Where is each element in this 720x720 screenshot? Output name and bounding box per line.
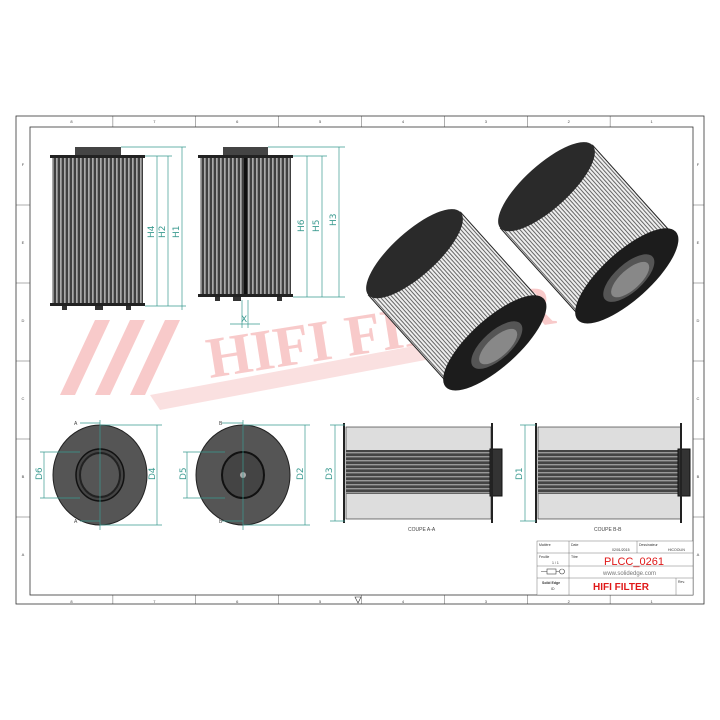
isometric-view-back xyxy=(498,142,679,324)
column-label-bottom: 6 xyxy=(236,599,239,604)
row-label-right: F xyxy=(697,162,700,167)
column-label-bottom: 8 xyxy=(70,599,73,604)
isometric-view-front xyxy=(366,209,547,391)
column-label-bottom: 3 xyxy=(485,599,488,604)
software-name: Solid Edge xyxy=(542,581,560,585)
dim-d2: D2 xyxy=(296,467,306,480)
dim-d5: D5 xyxy=(179,467,189,480)
dim-h5: H5 xyxy=(312,220,322,233)
column-label-top: 7 xyxy=(153,119,156,124)
row-label-left: A xyxy=(22,552,25,557)
dim-d3: D3 xyxy=(325,467,335,480)
software-sub: ID xyxy=(551,587,555,591)
column-label-top: 4 xyxy=(402,119,405,124)
front-view-1: H4 H2 H1 xyxy=(50,146,186,310)
section-view-a: D3 COUPE A-A xyxy=(325,423,503,533)
section-marker-a-top: A xyxy=(74,421,78,427)
column-label-top: 6 xyxy=(236,119,239,124)
column-label-top: 2 xyxy=(568,119,571,124)
plug-icon xyxy=(541,568,565,575)
rev-label: Rev. xyxy=(678,580,685,584)
dim-d1: D1 xyxy=(515,467,525,480)
row-label-right: D xyxy=(697,318,700,323)
column-label-bottom: 4 xyxy=(402,599,405,604)
dim-h3: H3 xyxy=(329,214,339,227)
designer-label: Dessinateur xyxy=(639,543,659,547)
dim-x: X xyxy=(241,315,247,325)
column-label-bottom: 7 xyxy=(153,599,156,604)
row-label-right: B xyxy=(697,474,700,479)
row-label-right: E xyxy=(697,240,700,245)
row-label-right: C xyxy=(697,396,700,401)
front-view-2: H6 H5 H3 X xyxy=(198,146,345,328)
column-label-top: 8 xyxy=(70,119,73,124)
row-label-left: F xyxy=(22,162,25,167)
row-label-right: A xyxy=(697,552,700,557)
dim-d6: D6 xyxy=(35,467,45,480)
drawing-title: PLCC_0261 xyxy=(604,556,664,568)
title-label: Titre xyxy=(571,555,578,559)
section-marker-b-bottom: B xyxy=(219,519,223,525)
dim-h4: H4 xyxy=(147,225,157,238)
dim-h6: H6 xyxy=(297,219,307,232)
row-label-left: B xyxy=(22,474,25,479)
dim-h2: H2 xyxy=(158,226,168,239)
date-value: 02/01/2015 xyxy=(612,548,630,552)
brand-name: HIFI FILTER xyxy=(593,582,650,593)
dim-h1: H1 xyxy=(172,226,182,239)
website: www.solidedge.com xyxy=(602,571,656,577)
row-label-left: D xyxy=(22,318,25,323)
column-label-top: 3 xyxy=(485,119,488,124)
centering-mark xyxy=(354,596,362,604)
sheet-label: Feuille xyxy=(539,555,549,559)
section-label-b: COUPE B-B xyxy=(594,527,622,533)
sheet-value: 1 / 1 xyxy=(552,561,559,565)
designer-value: HICOOLIN xyxy=(668,548,685,552)
column-label-top: 1 xyxy=(650,119,653,124)
outer-frame xyxy=(15,115,705,605)
material-label: Matière xyxy=(539,543,551,547)
column-label-bottom: 1 xyxy=(650,599,653,604)
section-view-b: D1 COUPE B-B xyxy=(515,423,691,533)
section-marker-b-top: B xyxy=(219,421,223,427)
column-label-bottom: 2 xyxy=(568,599,571,604)
section-marker-a-bottom: A xyxy=(74,519,78,525)
column-label-bottom: 5 xyxy=(319,599,322,604)
title-block xyxy=(536,540,694,596)
row-label-left: C xyxy=(22,396,25,401)
row-label-left: E xyxy=(22,240,25,245)
end-view-2: D5 D2 B B xyxy=(179,420,310,530)
column-label-top: 5 xyxy=(319,119,322,124)
end-view-1: D6 D4 A A xyxy=(35,420,162,530)
dim-d4: D4 xyxy=(148,467,158,480)
date-label: Date xyxy=(571,543,578,547)
section-label-a: COUPE A-A xyxy=(408,527,436,533)
